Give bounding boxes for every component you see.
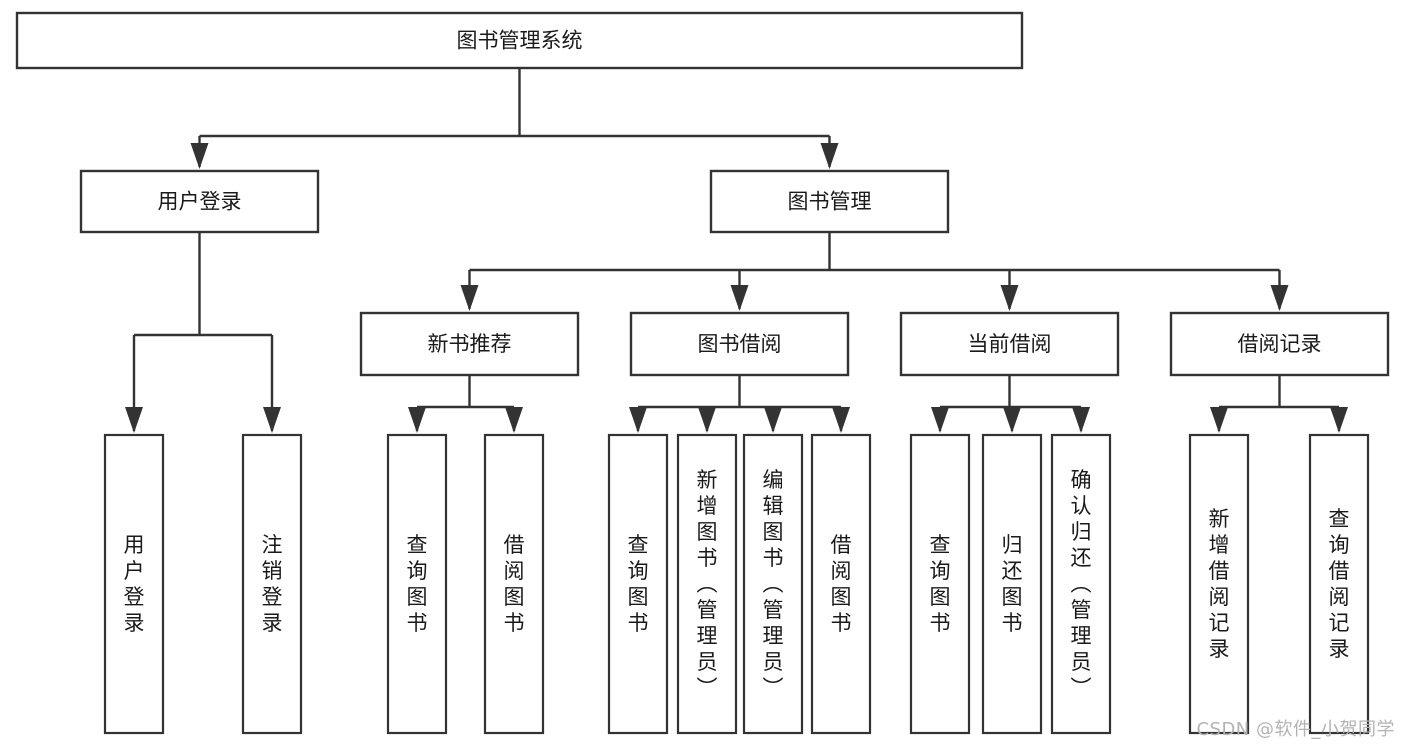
node-rect: [629, 311, 850, 377]
leaf-node-8[interactable]: 查询图书: [909, 433, 971, 735]
leaf-node-9[interactable]: 归还图书: [981, 433, 1043, 735]
leaf-node-1[interactable]: 注销登录: [241, 433, 303, 735]
node-rect: [79, 169, 320, 234]
leaf-label: 用户登录: [124, 533, 145, 635]
node-layer: 图书管理系统用户登录图书管理新书推荐图书借阅当前借阅借阅记录用户登录注销登录查询…: [15, 11, 1390, 735]
node-rect: [1050, 433, 1112, 735]
leaf-node-5[interactable]: 新增图书︵管理员︶: [676, 433, 738, 735]
node-rect: [981, 433, 1043, 735]
node-rect: [676, 433, 738, 735]
node-rect: [607, 433, 669, 735]
leaf-node-4[interactable]: 查询图书: [607, 433, 669, 735]
leaf-label: 查询图书: [407, 533, 428, 635]
node-rect: [709, 169, 950, 234]
node-rect: [1188, 433, 1250, 735]
leaf-label: 新增图书︵管理员︶: [697, 468, 718, 700]
node-rect: [15, 11, 1024, 70]
node-rect: [386, 433, 448, 735]
level2-node-0[interactable]: 用户登录: [79, 169, 320, 234]
node-label: 当前借阅: [968, 332, 1052, 356]
node-label: 图书管理系统: [457, 29, 583, 53]
node-rect: [103, 433, 165, 735]
root-node[interactable]: 图书管理系统: [15, 11, 1024, 70]
leaf-node-2[interactable]: 查询图书: [386, 433, 448, 735]
leaf-label: 归还图书: [1002, 533, 1023, 635]
leaf-node-0[interactable]: 用户登录: [103, 433, 165, 735]
node-rect: [359, 311, 580, 377]
leaf-label: 查询图书: [628, 533, 649, 635]
leaf-label: 查询图书: [930, 533, 951, 635]
leaf-node-6[interactable]: 编辑图书︵管理员︶: [742, 433, 804, 735]
leaf-node-7[interactable]: 借阅图书: [810, 433, 872, 735]
node-rect: [742, 433, 804, 735]
node-rect: [899, 311, 1120, 377]
connector-layer: [125, 68, 1348, 433]
node-label: 用户登录: [158, 190, 242, 214]
node-rect: [810, 433, 872, 735]
level2-node-1[interactable]: 图书管理: [709, 169, 950, 234]
level3-node-2[interactable]: 当前借阅: [899, 311, 1120, 377]
leaf-label: 编辑图书︵管理员︶: [763, 468, 784, 700]
node-rect: [1169, 311, 1390, 377]
node-label: 图书管理: [788, 190, 872, 214]
leaf-label: 注销登录: [262, 533, 283, 635]
level3-node-3[interactable]: 借阅记录: [1169, 311, 1390, 377]
node-rect: [241, 433, 303, 735]
node-label: 新书推荐: [428, 332, 512, 356]
leaf-node-11[interactable]: 新增借阅记录: [1188, 433, 1250, 735]
node-rect: [909, 433, 971, 735]
node-rect: [1308, 433, 1370, 735]
node-label: 图书借阅: [698, 332, 782, 356]
leaf-label: 确认归还︵管理员︶: [1071, 468, 1092, 700]
leaf-label: 新增借阅记录: [1209, 507, 1230, 661]
level3-node-0[interactable]: 新书推荐: [359, 311, 580, 377]
leaf-label: 查询借阅记录: [1329, 507, 1350, 661]
leaf-node-3[interactable]: 借阅图书: [483, 433, 545, 735]
leaf-node-10[interactable]: 确认归还︵管理员︶: [1050, 433, 1112, 735]
leaf-node-12[interactable]: 查询借阅记录: [1308, 433, 1370, 735]
leaf-label: 借阅图书: [831, 533, 852, 635]
node-rect: [483, 433, 545, 735]
node-label: 借阅记录: [1238, 332, 1322, 356]
leaf-label: 借阅图书: [504, 533, 525, 635]
watermark-text: CSDN @软件_小贺同学: [1196, 719, 1395, 740]
level3-node-1[interactable]: 图书借阅: [629, 311, 850, 377]
